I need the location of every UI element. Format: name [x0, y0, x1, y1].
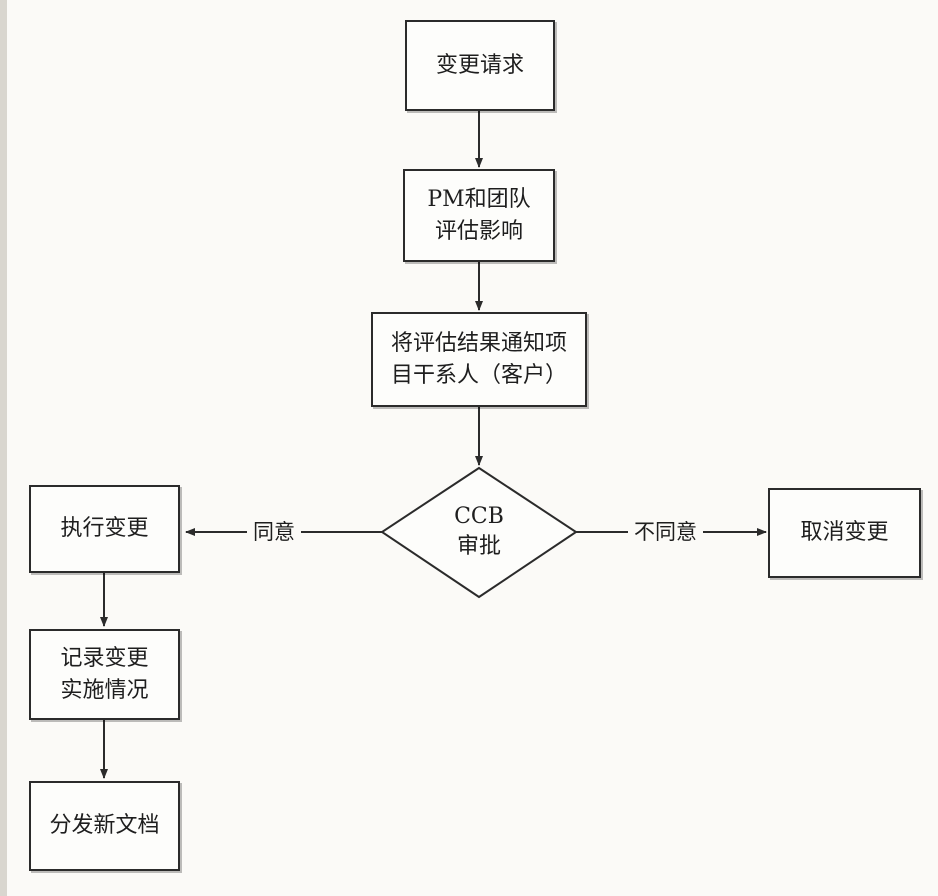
cancel-change-box: 取消变更	[768, 488, 921, 578]
approve-label: 同意	[247, 519, 301, 545]
notify-stakeholders-label: 将评估结果通知项 目干系人（客户）	[390, 330, 567, 388]
notify-stakeholders-box: 将评估结果通知项 目干系人（客户）	[371, 312, 587, 407]
record-implementation-box: 记录变更 实施情况	[29, 629, 180, 720]
execute-change-box: 执行变更	[29, 485, 180, 573]
change-request-label: 变更请求	[435, 52, 524, 78]
reject-label: 不同意	[628, 519, 703, 545]
assess-impact-box: PM和团队 评估影响	[403, 169, 555, 262]
distribute-documents-label: 分发新文档	[49, 813, 160, 838]
ccb-review-diamond	[380, 466, 578, 599]
ccb-review-line1: CCB	[454, 504, 504, 529]
execute-change-label: 执行变更	[60, 516, 149, 541]
assess-impact-label: PM和团队 评估影响	[427, 186, 531, 244]
ccb-review-label: CCB 审批	[429, 502, 529, 562]
distribute-documents-box: 分发新文档	[29, 781, 180, 871]
record-implementation-label: 记录变更 实施情况	[60, 645, 149, 703]
ccb-review-line2: 审批	[456, 534, 501, 559]
cancel-change-label: 取消变更	[800, 520, 889, 545]
scan-edge	[0, 0, 7, 896]
change-request-box: 变更请求	[405, 20, 555, 111]
